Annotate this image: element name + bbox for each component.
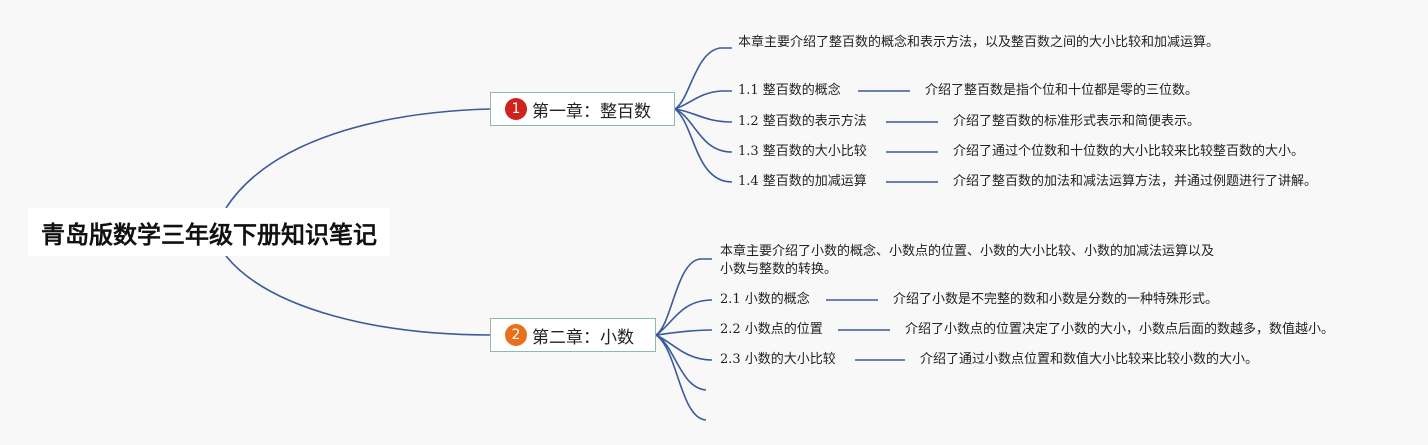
section-2-1-desc[interactable]: 介绍了小数是不完整的数和小数是分数的一种特殊形式。 [893,292,1219,307]
ch2-branch-1 [655,299,713,336]
section-2-3-desc[interactable]: 介绍了通过小数点位置和数值大小比较来比较小数的大小。 [920,352,1259,367]
chapter-1-node[interactable]: 1 第一章：整百数 [490,92,675,126]
section-1-2-desc[interactable]: 介绍了整百数的标准形式表示和简便表示。 [953,114,1201,129]
chapter-1-summary[interactable]: 本章主要介绍了整百数的概念和表示方法，以及整百数之间的大小比较和加减运算。 [738,35,1220,50]
section-2-2-desc[interactable]: 介绍了小数点的位置决定了小数的大小，小数点后面的数越多，数值越小。 [905,322,1335,337]
root-to-chapter1-line [225,108,491,209]
root-title: 青岛版数学三年级下册知识笔记 [41,220,377,249]
ch2-branch-5 [655,334,707,421]
ch1-branch-2 [674,108,733,123]
section-1-1-desc[interactable]: 介绍了整百数是指个位和十位都是零的三位数。 [925,83,1199,98]
section-1-4-title[interactable]: 1.4 整百数的加减运算 [738,174,867,189]
chapter-2-number-badge: 2 [505,324,527,346]
chapter-1-title: 第一章：整百数 [532,101,651,122]
section-2-1-title[interactable]: 2.1 小数的概念 [720,292,810,307]
section-1-3-desc[interactable]: 介绍了通过个位数和十位数的大小比较来比较整百数的大小。 [953,144,1305,159]
section-2-3-title[interactable]: 2.3 小数的大小比较 [720,352,836,367]
chapter-2-summary[interactable]: 本章主要介绍了小数的概念、小数点的位置、小数的大小比较、小数的加减法运算以及小数… [720,244,1215,277]
section-2-2-title[interactable]: 2.2 小数点的位置 [720,322,823,337]
section-1-1-title[interactable]: 1.1 整百数的概念 [738,83,841,98]
ch2-branch-2 [655,329,713,336]
section-1-3-title[interactable]: 1.3 整百数的大小比较 [738,144,867,159]
ch1-branch-1 [674,90,732,110]
root-to-chapter2-line [225,255,491,336]
root-topic[interactable]: 青岛版数学三年级下册知识笔记 [28,208,390,256]
chapter-2-node[interactable]: 2 第二章：小数 [490,318,656,352]
ch1-branch-summary [674,47,732,110]
ch1-branch-3 [674,108,733,153]
ch1-branch-4 [674,108,733,183]
ch2-branch-summary [655,258,712,336]
section-1-2-title[interactable]: 1.2 整百数的表示方法 [738,114,867,129]
ch2-branch-3 [655,334,713,361]
section-1-4-desc[interactable]: 介绍了整百数的加法和减法运算方法，并通过例题进行了讲解。 [953,174,1318,189]
chapter-2-title: 第二章：小数 [532,327,634,348]
chapter-1-number-badge: 1 [505,98,527,120]
